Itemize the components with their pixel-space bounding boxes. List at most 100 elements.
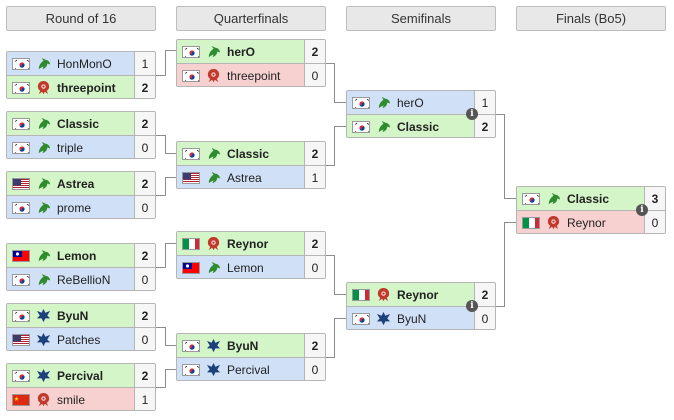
player-name[interactable]: Astrea: [227, 170, 262, 185]
player-name[interactable]: herO: [227, 44, 256, 59]
zerg-race-icon: [205, 68, 221, 84]
connector-line: [504, 114, 505, 198]
connector-line: [334, 294, 346, 295]
connector-line: [156, 387, 166, 388]
player-name[interactable]: triple: [57, 140, 84, 155]
player-name[interactable]: Classic: [57, 116, 100, 131]
player-name[interactable]: Reynor: [567, 215, 606, 230]
player-score: 1: [304, 166, 325, 188]
connector-line: [334, 63, 335, 102]
player-name[interactable]: Lemon: [227, 260, 264, 275]
player-name[interactable]: Classic: [397, 119, 440, 134]
player-name[interactable]: Reynor: [227, 236, 269, 251]
match-r16-6[interactable]: Percival 2 smile 1: [6, 363, 156, 411]
protoss-race-icon: [205, 44, 221, 60]
player-name[interactable]: smile: [57, 392, 86, 407]
player-score: 3: [644, 187, 665, 210]
us-flag-icon: [12, 333, 30, 346]
player-name[interactable]: ByuN: [57, 308, 89, 323]
info-icon[interactable]: i: [466, 108, 478, 120]
player-name[interactable]: Percival: [57, 368, 104, 383]
player-name[interactable]: Lemon: [57, 248, 97, 263]
round-header-final: Finals (Bo5): [516, 6, 666, 31]
protoss-race-icon: [35, 140, 51, 156]
protoss-race-icon: [375, 95, 391, 111]
connector-line: [156, 195, 166, 196]
kr-flag-icon: [12, 273, 30, 286]
player-name[interactable]: ByuN: [397, 311, 427, 326]
protoss-race-icon: [205, 146, 221, 162]
player-name[interactable]: Reynor: [397, 287, 439, 302]
kr-flag-icon: [182, 339, 200, 352]
player-name[interactable]: Classic: [227, 146, 270, 161]
player-name[interactable]: Astrea: [57, 176, 95, 191]
protoss-race-icon: [35, 248, 51, 264]
connector-line: [165, 243, 166, 268]
player-score: 2: [474, 283, 495, 306]
player-name[interactable]: Patches: [57, 332, 101, 347]
kr-flag-icon: [12, 201, 30, 214]
player-name[interactable]: HonMonO: [57, 56, 112, 71]
player-name[interactable]: Classic: [567, 191, 610, 206]
player-name[interactable]: prome: [57, 200, 92, 215]
protoss-race-icon: [35, 56, 51, 72]
connector-line: [326, 63, 335, 64]
it-flag-icon: [352, 288, 370, 301]
terran-race-icon: [205, 338, 221, 354]
info-icon[interactable]: i: [636, 204, 648, 216]
player-name[interactable]: threepoint: [57, 80, 116, 95]
player-score: 1: [134, 388, 155, 410]
zerg-race-icon: [205, 236, 221, 252]
info-icon[interactable]: i: [466, 300, 478, 312]
player-slot[interactable]: Astrea 1: [177, 166, 325, 188]
connector-line: [156, 135, 166, 136]
player-slot[interactable]: Percival 2: [7, 364, 155, 388]
kr-flag-icon: [352, 120, 370, 133]
zerg-race-icon: [35, 80, 51, 96]
player-score: 1: [134, 52, 155, 75]
kr-flag-icon: [12, 369, 30, 382]
player-name[interactable]: Percival: [227, 362, 270, 377]
terran-race-icon: [35, 308, 51, 324]
player-name[interactable]: herO: [397, 95, 424, 110]
player-slot[interactable]: HonMonO 1: [7, 52, 155, 76]
connector-line: [165, 327, 166, 345]
player-name[interactable]: threepoint: [227, 68, 281, 83]
connector-line: [165, 153, 176, 154]
player-name[interactable]: ByuN: [227, 338, 259, 353]
player-slot[interactable]: smile 1: [7, 388, 155, 410]
protoss-race-icon: [375, 119, 391, 135]
player-name[interactable]: ReBellioN: [57, 272, 111, 287]
player-score: 2: [134, 364, 155, 387]
